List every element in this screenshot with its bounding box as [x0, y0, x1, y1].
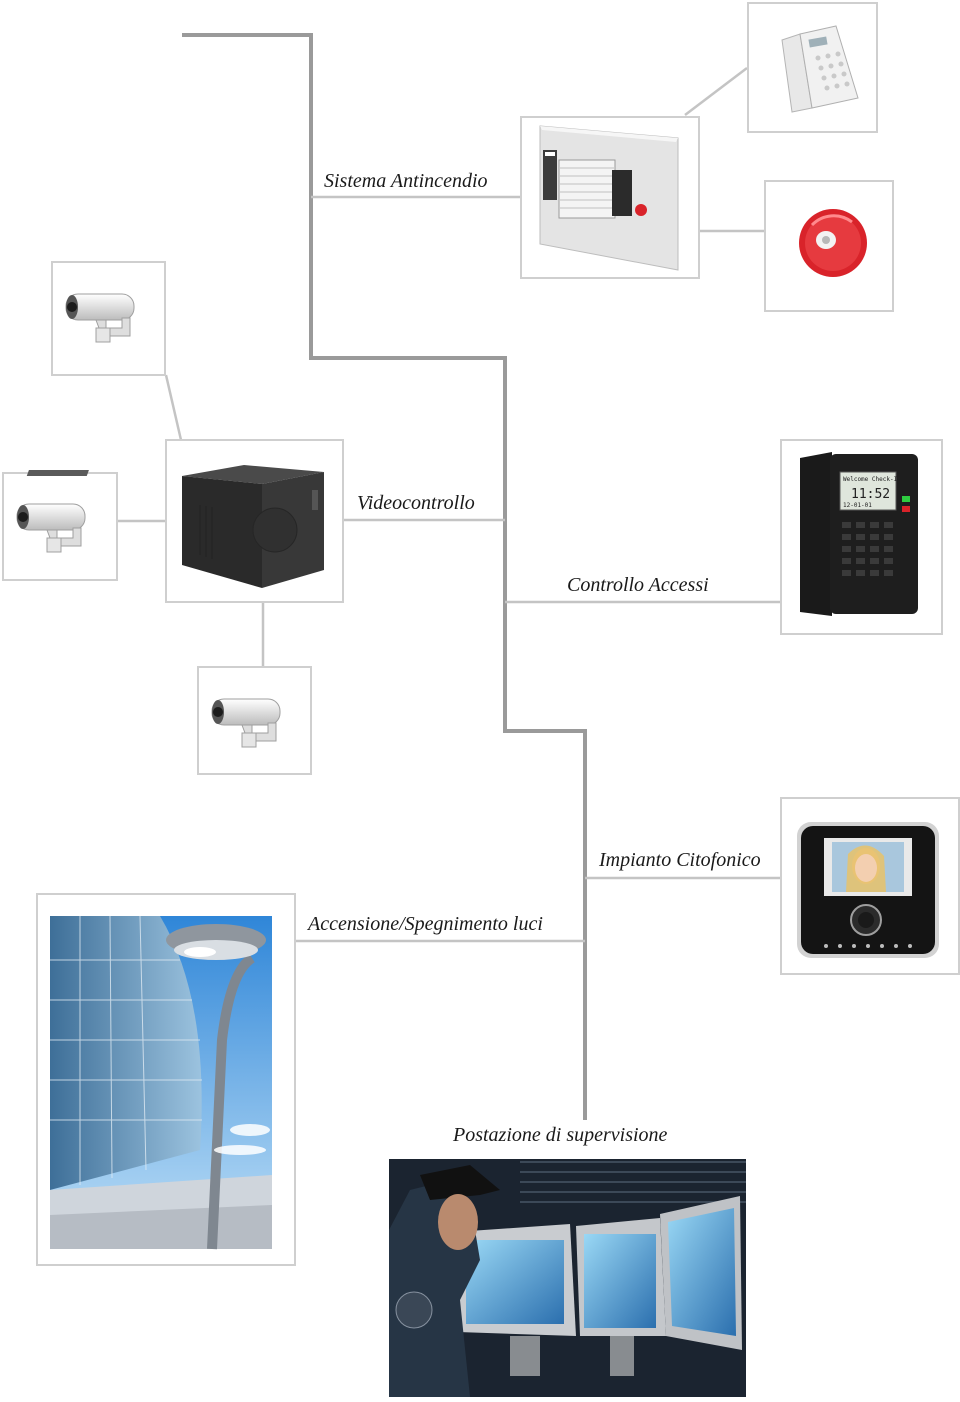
label-supervision: Postazione di supervisione	[453, 1124, 668, 1146]
label-access-control: Controllo Accessi	[567, 574, 709, 596]
label-intercom: Impianto Citofonico	[599, 849, 761, 871]
fire-control-panel-icon	[539, 125, 679, 271]
security-camera-icon	[211, 698, 281, 748]
access-terminal-icon: Welcome Check-In 11:52 12-01-01	[800, 452, 918, 616]
security-operator-monitors-image	[389, 1159, 746, 1397]
branch-keypad	[684, 67, 748, 116]
terminal-date: 12-01-01	[843, 502, 872, 509]
nvr-server-icon	[26, 465, 324, 588]
security-camera-icon	[65, 293, 135, 343]
label-video-control: Videocontrollo	[357, 492, 475, 514]
street-lamp-building-image	[50, 915, 272, 1250]
branch-lines	[117, 67, 781, 943]
label-lights: Accensione/Spegnimento luci	[308, 913, 543, 935]
terminal-greeting: Welcome Check-In	[843, 476, 901, 483]
security-camera-icon	[16, 503, 86, 553]
branch-camera-top	[164, 374, 183, 441]
label-fire-system: Sistema Antincendio	[324, 170, 488, 192]
trunk-line	[182, 33, 587, 1120]
video-intercom-icon	[797, 822, 939, 958]
alarm-bell-icon	[799, 209, 867, 277]
keypad-phone-icon	[781, 25, 859, 113]
terminal-time: 11:52	[851, 487, 890, 502]
